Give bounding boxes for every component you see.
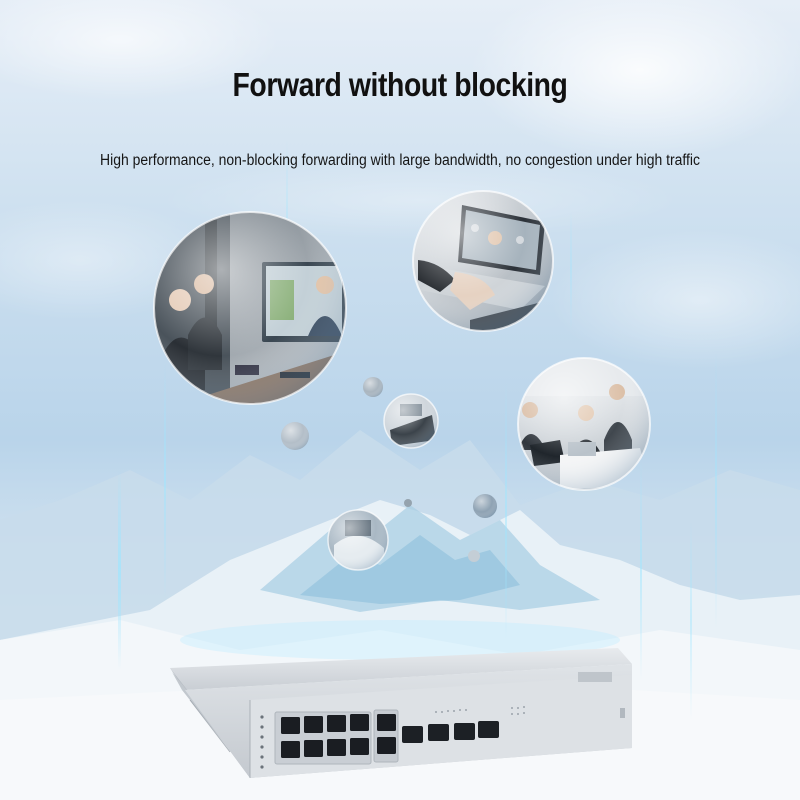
network-switch (170, 648, 632, 778)
page-title: Forward without blocking (232, 66, 568, 103)
page-subtitle: High performance, non-blocking forwardin… (100, 152, 700, 169)
